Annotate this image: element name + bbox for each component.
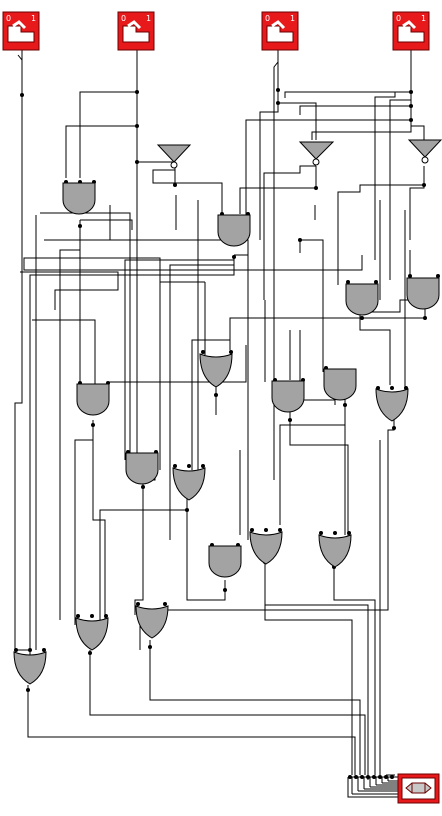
or-gate-7[interactable] bbox=[135, 605, 169, 639]
and-gate-2[interactable] bbox=[217, 214, 251, 247]
switch-icon bbox=[397, 20, 425, 43]
and-gate-1[interactable] bbox=[62, 182, 96, 215]
switch-on-label: 1 bbox=[290, 14, 295, 23]
wires bbox=[14, 50, 426, 798]
switch-on-label: 1 bbox=[421, 14, 426, 23]
or-gate-1[interactable] bbox=[199, 353, 233, 388]
switch-icon bbox=[122, 20, 150, 43]
input-switches: 0 1 0 1 0 1 0 bbox=[2, 11, 430, 51]
and-gate-8[interactable] bbox=[125, 452, 159, 485]
or-gate-4[interactable] bbox=[249, 531, 283, 565]
not-gate-2[interactable] bbox=[298, 141, 335, 166]
and-gate-3[interactable] bbox=[345, 283, 379, 316]
and-gate-9[interactable] bbox=[208, 545, 242, 578]
input-switch-2[interactable]: 0 1 bbox=[117, 11, 155, 51]
and-gates bbox=[62, 182, 440, 578]
input-switch-3[interactable]: 0 1 bbox=[261, 11, 299, 51]
or-gate-2[interactable] bbox=[375, 388, 409, 422]
switch-icon bbox=[266, 20, 294, 43]
switch-off-label: 0 bbox=[265, 14, 270, 23]
switch-icon bbox=[7, 20, 35, 43]
seven-segment-display[interactable] bbox=[397, 773, 440, 804]
and-gate-6[interactable] bbox=[271, 380, 305, 413]
and-gate-5[interactable] bbox=[76, 383, 110, 416]
or-gates bbox=[13, 353, 409, 685]
not-gates bbox=[156, 139, 442, 169]
or-gate-5[interactable] bbox=[318, 534, 352, 568]
switch-off-label: 0 bbox=[6, 14, 11, 23]
input-switch-4[interactable]: 0 1 bbox=[392, 11, 430, 51]
not-gate-1[interactable] bbox=[156, 144, 192, 169]
or-gate-8[interactable] bbox=[13, 651, 47, 685]
and-gate-7[interactable] bbox=[323, 368, 357, 401]
input-switch-1[interactable]: 0 1 bbox=[2, 11, 40, 51]
seven-segment-display-icon bbox=[401, 777, 436, 800]
or-gate-6[interactable] bbox=[75, 617, 109, 651]
switch-on-label: 1 bbox=[31, 14, 36, 23]
switch-off-label: 0 bbox=[121, 14, 126, 23]
not-gate-3[interactable] bbox=[407, 139, 442, 164]
switch-off-label: 0 bbox=[396, 14, 401, 23]
and-gate-4[interactable] bbox=[406, 277, 440, 310]
or-gate-3[interactable] bbox=[172, 467, 206, 501]
switch-on-label: 1 bbox=[146, 14, 151, 23]
